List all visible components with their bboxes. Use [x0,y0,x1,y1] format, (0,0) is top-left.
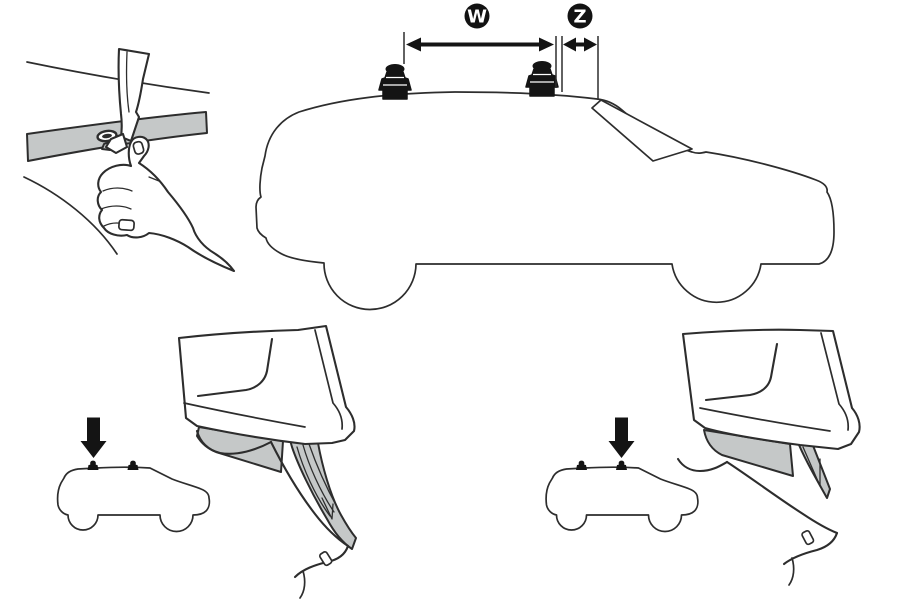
strip-hatch-2 [302,444,335,513]
measurement-w-badge: W [464,3,490,29]
roof-edge-line [26,61,210,94]
w-dimension-arrow [406,37,554,52]
rear-roof-foot [378,63,412,100]
pillar-seal-wedge [796,439,831,499]
window-corner-line [196,337,274,398]
car-body-outline [255,91,835,311]
door-corner-panel [681,328,861,451]
strip-hatch-3 [308,443,338,508]
rocker-hook-line [676,457,729,473]
sill-clip-tab [318,551,333,567]
front-roof-foot [525,60,559,97]
sill-clip-tab [801,529,815,546]
mini-car [545,466,699,533]
hand [96,135,236,273]
w-badge-circle [464,3,490,29]
door-crease-line [699,407,831,432]
position-arrow-icon [80,417,107,458]
window-corner-line [704,342,779,402]
bracket-fold-line [125,51,130,113]
hand-wrinkle-line [148,176,160,182]
z-badge-label: Z [573,7,586,28]
thumbnail [132,140,145,155]
position-arrow-icon [608,417,635,458]
bracket-fork [104,132,129,155]
bar-position-panel-right [545,328,861,586]
mini-front-foot [616,460,627,470]
lower-frame-curve [23,176,118,255]
mini-front-foot [127,460,139,470]
z-badge-circle [567,3,593,29]
sill-tail-line [788,557,795,586]
z-dimension-arrow [563,37,597,52]
door-frame-detail-left [177,324,357,599]
door-crease-line [183,402,306,428]
w-badge-label: W [467,7,487,28]
wedge-inner-v [802,446,821,487]
fixpoint-hand-detail [23,47,236,273]
door-frame-detail-right [676,328,861,586]
sill-tail-line [299,570,306,599]
bar-position-panel-left [56,324,357,599]
finger-line-2 [100,205,132,210]
rocker-hook-line [195,429,273,455]
vehicle-side-view: W Z [255,3,835,311]
fingernail [118,218,135,232]
finger-line-1 [102,187,133,192]
door-corner-panel [177,324,356,446]
strip-inner-v [321,497,334,520]
strip-hatch-1 [296,446,331,517]
door-front-edge-line [820,332,850,431]
measurement-z-badge: Z [567,3,593,29]
mini-car [56,466,211,533]
mini-rear-foot [576,460,587,470]
door-front-edge-line [314,329,344,430]
rocker-top-line [269,440,350,548]
rocker-top-line [725,460,839,535]
windshield-glass [591,99,693,162]
mini-rear-foot [87,460,99,470]
